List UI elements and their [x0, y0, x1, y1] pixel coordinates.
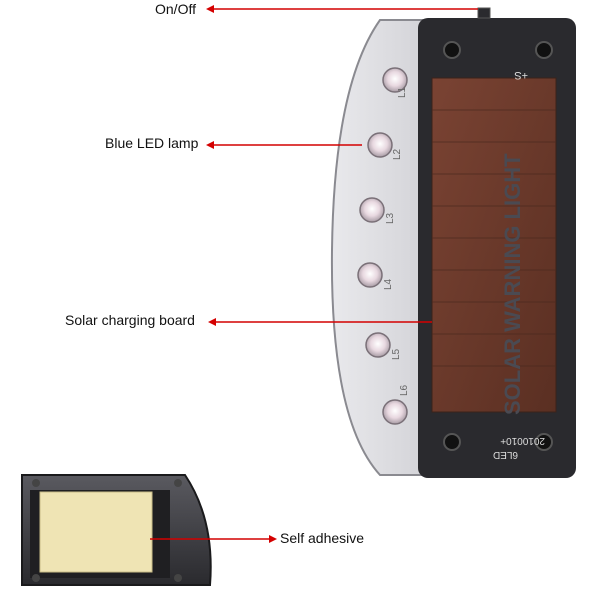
- arrowhead-icon: [206, 5, 214, 13]
- led-label: L4: [383, 278, 394, 290]
- arrowhead-icon: [208, 318, 216, 326]
- back-view-device: [21, 474, 212, 586]
- led-icon: [359, 197, 385, 223]
- led-icon: [365, 332, 391, 358]
- on-off-label: On/Off: [155, 1, 196, 17]
- led-icon: [367, 132, 393, 158]
- led-label: L6: [399, 384, 410, 396]
- screw-icon: [535, 433, 553, 451]
- screw-icon: [535, 41, 553, 59]
- blue-led-label: Blue LED lamp: [105, 135, 199, 151]
- solar-board-label: Solar charging board: [65, 312, 195, 328]
- led-label: L5: [391, 348, 402, 360]
- led-icon: [357, 262, 383, 288]
- callout-arrows: [150, 5, 478, 543]
- led-label: L2: [392, 148, 403, 160]
- led-icon: [382, 67, 408, 93]
- power-switch[interactable]: [477, 7, 491, 19]
- solar-warning-text: SOLAR WARNING LIGHT: [500, 153, 525, 415]
- led-icon: [382, 399, 408, 425]
- main-device: SOLAR WARNING LIGHT +S 2010010+ 6LED L1 …: [330, 7, 576, 478]
- led-label: L3: [385, 212, 396, 224]
- adhesive-pad: [39, 491, 153, 573]
- arrowhead-icon: [269, 535, 277, 543]
- self-adhesive-label: Self adhesive: [280, 530, 365, 546]
- model-text: 2010010+: [500, 435, 545, 446]
- polarity-text: +S: [514, 69, 528, 81]
- led-array: [357, 67, 408, 425]
- screw-icon: [443, 433, 461, 451]
- screw-icon: [443, 41, 461, 59]
- led-count-text: 6LED: [493, 449, 518, 460]
- solar-cell: [431, 77, 557, 413]
- led-label: L1: [397, 86, 408, 98]
- arrowhead-icon: [206, 141, 214, 149]
